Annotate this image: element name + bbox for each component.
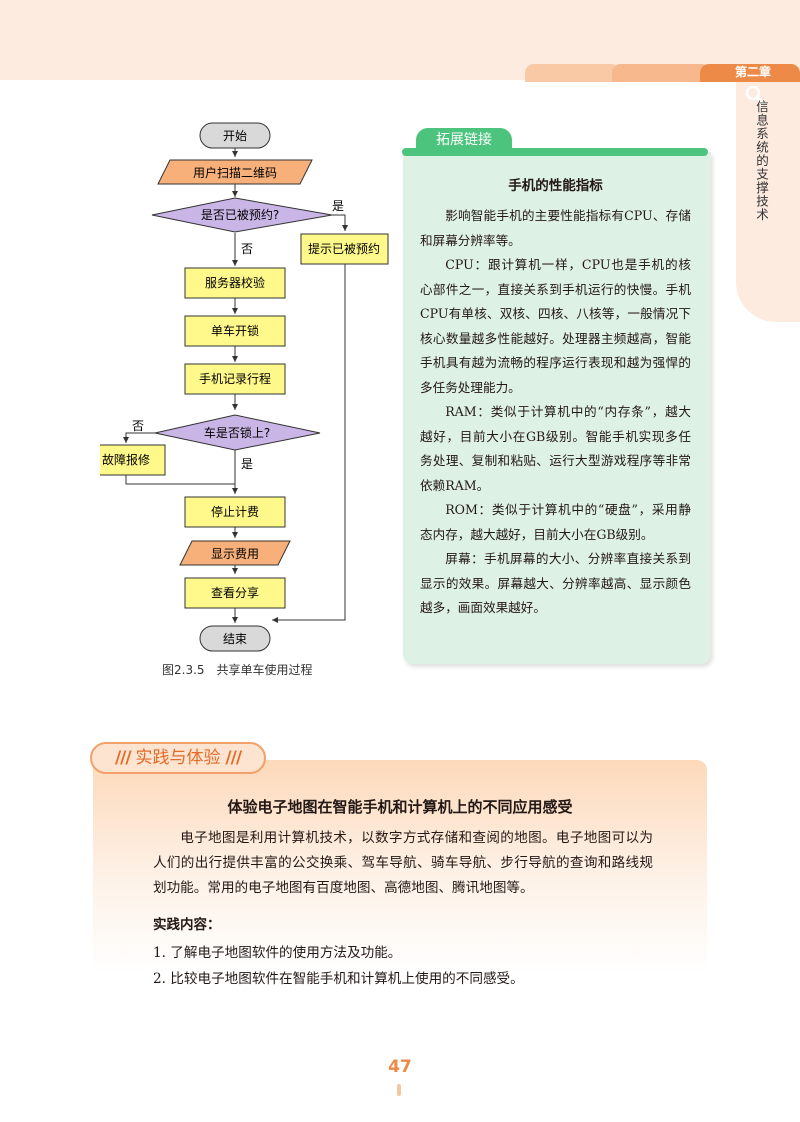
extension-box: 手机的性能指标 影响智能手机的主要性能指标有CPU、存储和屏幕分辨率等。 CPU… [403, 152, 711, 664]
practice-tag-label: 实践与体验 [135, 748, 221, 768]
header-tab-1 [525, 64, 620, 82]
practice-tag: /// 实践与体验 /// [90, 742, 266, 774]
flow-record-text: 手机记录行程 [199, 371, 271, 386]
bike-flowchart: 开始 用户扫描二维码 是否已被预约? 是 否 提示已被预约 服务器校验 单车开锁… [100, 122, 389, 652]
chapter-label: 第二章 [734, 65, 771, 79]
practice-title: 体验电子地图在智能手机和计算机上的不同应用感受 [227, 798, 573, 816]
flow-no2: 否 [132, 419, 144, 433]
flow-stop-text: 停止计费 [211, 504, 259, 519]
flow-start-text: 开始 [223, 129, 247, 143]
practice-content-label: 实践内容： [153, 917, 221, 933]
flow-unlock-text: 单车开锁 [211, 323, 259, 338]
extension-paragraph: CPU：跟计算机一样，CPU也是手机的核心部件之一，直接关系到手机运行的快慢。手… [420, 257, 691, 395]
header-tab-2 [612, 64, 710, 82]
flow-scan-text: 用户扫描二维码 [193, 165, 277, 180]
flow-stop-billing [184, 496, 286, 528]
practice-list-item: 2. 比较电子地图软件在智能手机和计算机上使用的不同感受。 [153, 971, 524, 987]
extension-title: 手机的性能指标 [508, 178, 603, 194]
flow-record [184, 363, 286, 395]
flow-start [199, 122, 271, 149]
flow-end-text: 结束 [223, 632, 247, 646]
flow-no1: 否 [241, 242, 253, 256]
flow-locked-decision [154, 414, 321, 451]
practice-box [93, 760, 707, 1012]
flow-locked-text: 车是否锁上? [204, 425, 270, 440]
flow-end [199, 625, 271, 652]
flow-server-check [184, 267, 286, 299]
extension-paragraph: RAM：类似于计算机中的“内存条”，越大越好，目前大小在GB级别。智能手机实现多… [420, 404, 691, 493]
practice-list-item: 1. 了解电子地图软件的使用方法及功能。 [153, 945, 402, 961]
flow-share-text: 查看分享 [211, 585, 259, 600]
flow-prompt-text: 提示已被预约 [308, 241, 380, 256]
practice-intro-text: 电子地图是利用计算机技术，以数字方式存储和查阅的地图。电子地图可以为人们的出行提… [153, 830, 653, 896]
flow-reserved-text: 是否已被预约? [201, 207, 279, 222]
flow-yes1: 是 [332, 199, 344, 213]
side-strip [736, 82, 800, 322]
flow-fault-text: 故障报修 [102, 452, 150, 467]
practice-list: 1. 了解电子地图软件的使用方法及功能。 2. 比较电子地图软件在智能手机和计算… [153, 940, 524, 992]
page-number: 47 [388, 1057, 412, 1077]
flow-report-fault [100, 444, 166, 476]
flow-scan [157, 159, 313, 185]
flow-show-fee [179, 540, 291, 566]
extension-paragraph: 影响智能手机的主要性能指标有CPU、存储和屏幕分辨率等。 [420, 208, 691, 248]
extension-paragraph: 屏幕：手机屏幕的大小、分辨率直接关系到显示的效果。屏幕越大、分辨率越高、显示颜色… [420, 551, 691, 615]
flow-reserved-decision [151, 197, 333, 233]
flow-server-text: 服务器校验 [205, 275, 265, 290]
flow-yes2: 是 [241, 457, 253, 471]
header-tab-chapter [700, 64, 800, 82]
flow-unlock [184, 315, 286, 347]
figure-caption: 图2.3.5 共享单车使用过程 [162, 663, 313, 677]
practice-tag-bars-icon: /// [220, 748, 242, 768]
flow-fee-text: 显示费用 [211, 547, 259, 561]
flow-prompt-reserved [300, 233, 389, 265]
extension-paragraph: ROM：类似于计算机中的“硬盘”，采用静态内存，越大越好，目前大小在GB级别。 [420, 502, 691, 542]
practice-tag-bars-icon: /// [114, 748, 136, 768]
extension-bar [402, 148, 708, 156]
practice-intro: 电子地图是利用计算机技术，以数字方式存储和查阅的地图。电子地图可以为人们的出行提… [153, 826, 653, 901]
search-icon [745, 85, 765, 105]
flow-view-share [184, 577, 286, 609]
page-tick [397, 1084, 401, 1096]
side-chapter-title: 信息系统的支撑技术 [754, 100, 769, 222]
